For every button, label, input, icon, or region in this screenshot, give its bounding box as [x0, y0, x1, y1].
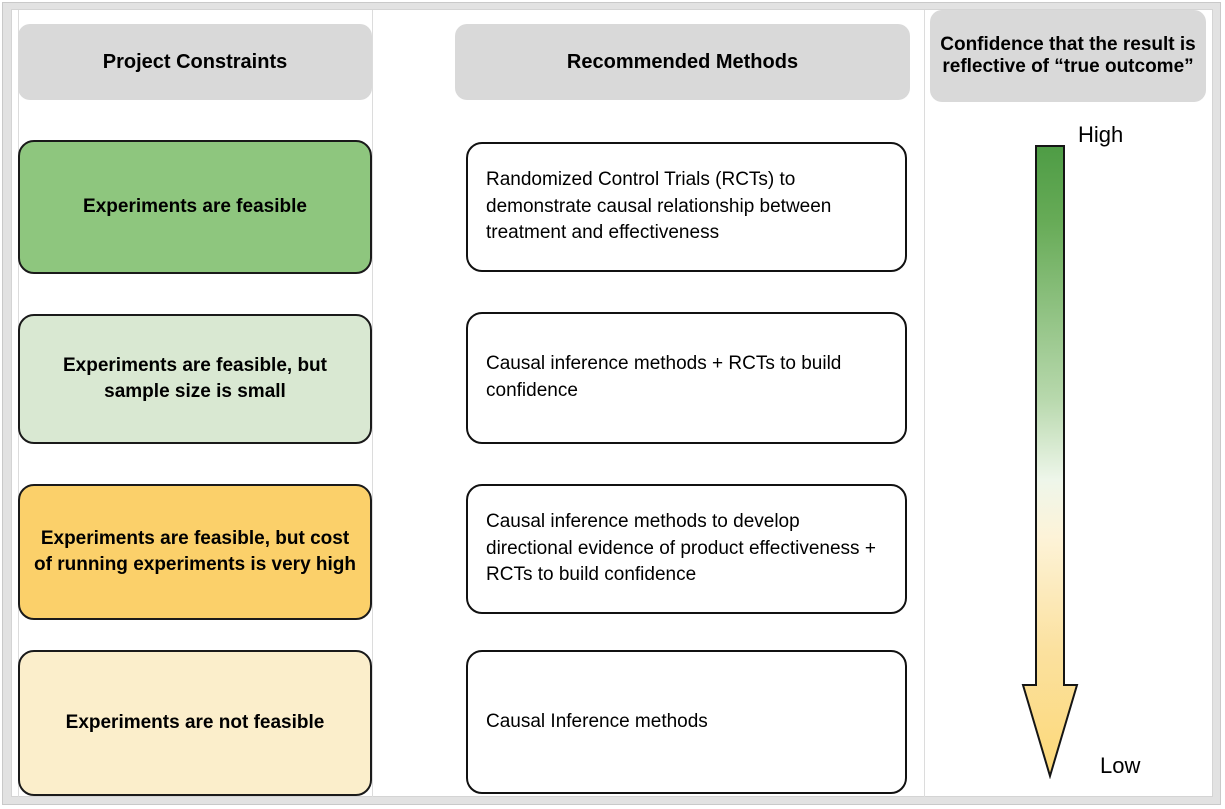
header-label: Recommended Methods	[566, 50, 799, 73]
header-project-constraints: Project Constraints	[18, 24, 372, 100]
constraint-label: Experiments are feasible, but cost of ru…	[34, 528, 357, 575]
downward-arrow-icon	[1021, 145, 1079, 779]
method-box-3: Causal inference methods to develop dire…	[466, 484, 907, 614]
constraint-label: Experiments are not feasible	[65, 712, 325, 734]
confidence-gradient-arrow	[1019, 145, 1081, 779]
method-label: Causal Inference methods	[486, 710, 708, 732]
constraint-box-1: Experiments are feasible	[18, 140, 372, 274]
confidence-high-label: High	[1078, 122, 1124, 147]
confidence-low-label: Low	[1100, 753, 1141, 778]
constraint-box-3: Experiments are feasible, but cost of ru…	[18, 484, 372, 620]
method-label: Causal inference methods to develop dire…	[486, 510, 876, 586]
column-divider-middle	[372, 10, 373, 797]
constraint-box-2: Experiments are feasible, but sample siz…	[18, 314, 372, 444]
method-label: Randomized Control Trials (RCTs) to demo…	[486, 168, 832, 244]
method-box-2: Causal inference methods + RCTs to build…	[466, 312, 907, 444]
constraint-label: Experiments are feasible, but sample siz…	[63, 355, 327, 402]
header-label: Project Constraints	[102, 50, 288, 73]
constraint-box-4: Experiments are not feasible	[18, 650, 372, 796]
method-box-1: Randomized Control Trials (RCTs) to demo…	[466, 142, 907, 272]
header-confidence: Confidence that the result is reflective…	[930, 10, 1206, 102]
header-label: Confidence that the result is reflective…	[940, 33, 1196, 77]
method-label: Causal inference methods + RCTs to build…	[486, 353, 842, 401]
method-box-4: Causal Inference methods	[466, 650, 907, 794]
constraint-label: Experiments are feasible	[83, 196, 307, 218]
header-recommended-methods: Recommended Methods	[455, 24, 910, 100]
column-divider-right	[924, 10, 925, 797]
